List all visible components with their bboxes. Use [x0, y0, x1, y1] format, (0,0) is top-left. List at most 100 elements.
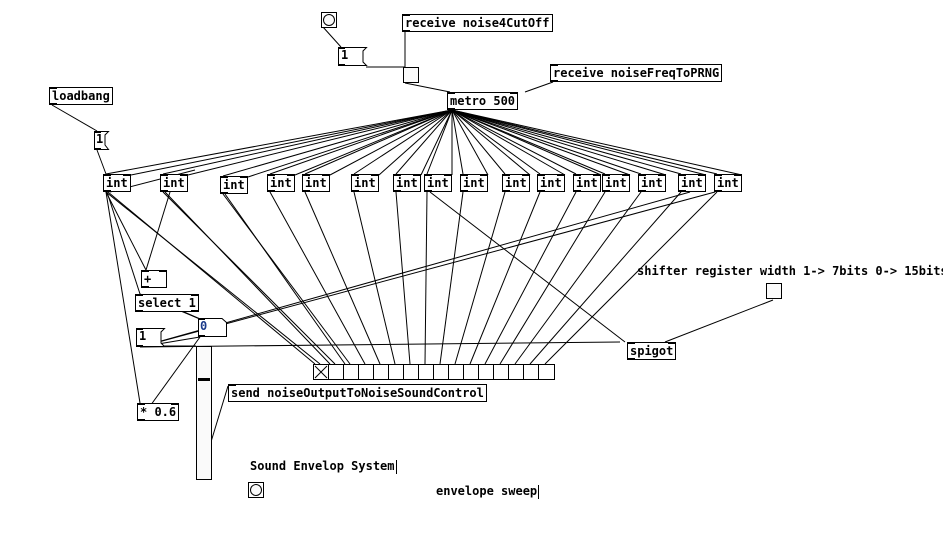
metro-bang[interactable] — [321, 12, 337, 28]
patch-cord[interactable] — [451, 109, 707, 176]
patch-cord[interactable] — [451, 109, 718, 175]
patch-cord[interactable] — [395, 191, 411, 365]
radio-cell[interactable] — [344, 365, 359, 379]
int-object[interactable]: int — [537, 174, 565, 192]
patch-cord[interactable] — [145, 191, 171, 271]
patch-cord[interactable] — [404, 82, 451, 93]
patch-cord[interactable] — [499, 191, 606, 365]
int-object[interactable]: int — [424, 174, 452, 192]
int-object[interactable]: int — [302, 174, 330, 192]
patch-cord[interactable] — [451, 109, 667, 176]
plus-object[interactable]: + — [141, 270, 167, 288]
patch-cord[interactable] — [451, 109, 631, 176]
radio-cell[interactable] — [329, 365, 344, 379]
select-message-box[interactable]: 1 — [136, 328, 166, 347]
patch-cord[interactable] — [451, 109, 743, 176]
zero-number-box[interactable]: 0 — [198, 318, 227, 337]
radio-cell[interactable] — [374, 365, 389, 379]
radio-cell[interactable] — [419, 365, 434, 379]
patch-cord[interactable] — [451, 109, 531, 176]
radio-cell[interactable] — [389, 365, 404, 379]
patch-cord[interactable] — [247, 109, 453, 178]
patch-cord[interactable] — [451, 109, 606, 175]
patch-cord[interactable] — [164, 191, 331, 365]
int-object[interactable]: int — [160, 174, 188, 192]
top-message-box[interactable]: 1 — [338, 47, 368, 66]
patch-cord[interactable] — [451, 109, 602, 176]
patch-cord[interactable] — [451, 109, 577, 175]
patch-cord[interactable] — [187, 109, 453, 176]
patch-cord[interactable] — [424, 191, 428, 365]
patch-cord[interactable] — [469, 191, 541, 365]
patch-cord[interactable] — [451, 109, 464, 175]
patch-cord[interactable] — [294, 109, 453, 176]
envelope-vslider[interactable] — [196, 346, 212, 480]
radio-cell[interactable] — [539, 365, 554, 379]
slider-knob[interactable] — [198, 377, 210, 381]
radio-cell[interactable] — [464, 365, 479, 379]
receive-freq-object[interactable]: receive noiseFreqToPRNG — [550, 64, 723, 82]
patch-cord[interactable] — [329, 109, 453, 176]
patch-cord[interactable] — [451, 109, 506, 175]
select-object[interactable]: select 1 — [135, 294, 199, 312]
patch-cord[interactable] — [269, 191, 366, 365]
int-object[interactable]: int — [573, 174, 601, 192]
radio-cell[interactable] — [404, 365, 419, 379]
patch-cord[interactable] — [322, 26, 342, 48]
patch-cord[interactable] — [451, 109, 489, 176]
patch-cord[interactable] — [130, 109, 453, 176]
bit-radio-array[interactable] — [313, 364, 555, 380]
int-object[interactable]: int — [602, 174, 630, 192]
loadbang-message-box[interactable]: 1 — [94, 131, 110, 150]
int-object[interactable]: int — [220, 176, 248, 194]
patch-cord[interactable] — [162, 191, 336, 365]
int-object[interactable]: int — [393, 174, 421, 192]
radio-cell[interactable] — [494, 365, 509, 379]
patch-cord[interactable] — [451, 109, 642, 175]
patch-cord[interactable] — [304, 191, 381, 365]
multiply-object[interactable]: * 0.6 — [137, 403, 180, 421]
patch-cord[interactable] — [105, 191, 147, 271]
patch-cord[interactable] — [454, 191, 506, 365]
spigot-toggle[interactable] — [766, 283, 782, 299]
patch-cord[interactable] — [269, 109, 453, 175]
patch-cord[interactable] — [524, 81, 554, 93]
patch-cord[interactable] — [429, 191, 626, 343]
metro-toggle[interactable] — [403, 67, 419, 83]
radio-cell[interactable] — [509, 365, 524, 379]
patch-cord[interactable] — [395, 109, 453, 175]
radio-cell[interactable] — [524, 365, 539, 379]
radio-cell[interactable] — [479, 365, 494, 379]
patch-cord[interactable] — [451, 109, 541, 175]
patch-cord[interactable] — [514, 191, 642, 365]
int-object[interactable]: int — [714, 174, 742, 192]
patch-cord[interactable] — [484, 191, 577, 365]
int-object[interactable]: int — [678, 174, 706, 192]
int-object[interactable]: int — [502, 174, 530, 192]
patch-cord[interactable] — [451, 109, 682, 175]
int-object[interactable]: int — [351, 174, 379, 192]
patch-cord[interactable] — [439, 191, 464, 365]
patch-cord[interactable] — [353, 109, 453, 175]
patch-cord[interactable] — [51, 104, 98, 132]
patch-cord[interactable] — [222, 193, 351, 365]
loadbang-object[interactable]: loadbang — [49, 87, 113, 105]
radio-cell[interactable] — [449, 365, 464, 379]
int-object[interactable]: int — [638, 174, 666, 192]
radio-cell[interactable] — [359, 365, 374, 379]
int-object[interactable]: int — [460, 174, 488, 192]
patch-cord[interactable] — [224, 193, 346, 365]
patch-cord[interactable] — [105, 109, 453, 175]
radio-cell[interactable] — [314, 365, 329, 379]
patch-cord[interactable] — [96, 149, 107, 175]
patch-cord[interactable] — [420, 109, 453, 176]
patch-cord[interactable] — [664, 299, 774, 343]
patch-cord[interactable] — [222, 109, 453, 177]
patch-cord[interactable] — [353, 191, 396, 365]
int-object[interactable]: int — [267, 174, 295, 192]
patch-cord[interactable] — [451, 109, 566, 176]
patch-cord[interactable] — [304, 109, 453, 175]
receive-cutoff-object[interactable]: receive noise4CutOff — [402, 14, 553, 32]
patch-cord[interactable] — [162, 109, 453, 175]
metro-object[interactable]: metro 500 — [447, 92, 519, 110]
